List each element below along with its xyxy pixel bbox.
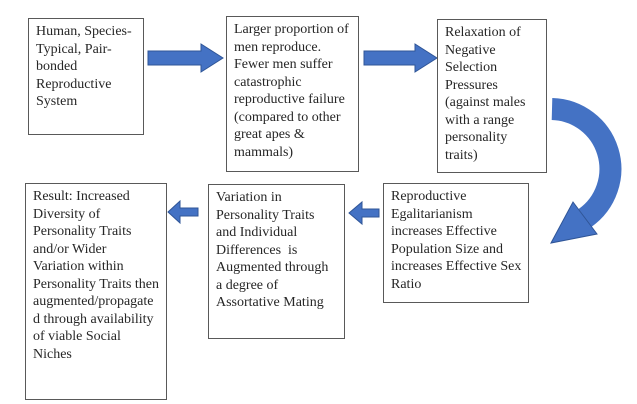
curved-arrow-head xyxy=(550,201,598,244)
flowchart-box-reproductive-egalitarianism: Reproductive Egalitarianism increases Ef… xyxy=(383,183,529,303)
arrow-box4-to-box5 xyxy=(348,200,380,226)
flowchart-box-men-reproduce: Larger proportion of men reproduce. Fewe… xyxy=(226,16,359,172)
flowchart-box-reproductive-system: Human, Species-Typical, Pair-bonded Repr… xyxy=(28,18,144,135)
arrow-box1-to-box2 xyxy=(147,43,224,73)
flowchart-box-relaxation-selection: Relaxation of Negative Selection Pressur… xyxy=(437,19,547,173)
arrow-box2-to-box3 xyxy=(363,43,438,73)
flowchart-box-variation-augmented: Variation in Personality Traits and Indi… xyxy=(208,184,345,339)
flowchart-box-result: Result: Increased Diversity of Personali… xyxy=(25,183,167,400)
arrow-box5-to-box6 xyxy=(167,199,199,225)
curved-arrow-box3-to-box4 xyxy=(551,98,622,227)
